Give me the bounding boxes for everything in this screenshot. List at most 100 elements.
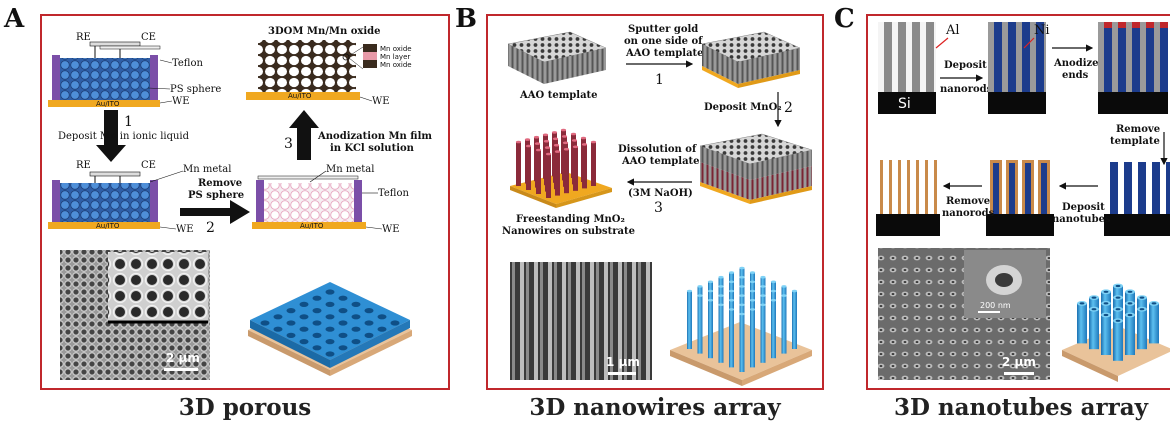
arrow-step-1 bbox=[96, 110, 126, 162]
nanowire-tip bbox=[515, 140, 522, 144]
c-anodized bbox=[1098, 22, 1168, 114]
label-aao-template: AAO template bbox=[519, 90, 598, 101]
label-freestanding-line2: Nanowires on substrate bbox=[502, 226, 635, 237]
c-step-anodize-1: Anodize bbox=[1053, 58, 1099, 69]
nanowire-rod bbox=[564, 149, 569, 194]
render-rod-top bbox=[739, 294, 745, 297]
render-rod-top bbox=[697, 294, 703, 297]
pore-hole bbox=[312, 320, 322, 326]
step-2-text-line2: PS sphere bbox=[188, 190, 244, 201]
pore-hole bbox=[325, 326, 335, 332]
c-ni-nanorods bbox=[988, 22, 1046, 114]
c-si-template bbox=[878, 22, 936, 114]
render-rod-top bbox=[760, 285, 766, 288]
label-we-2: WE bbox=[176, 224, 194, 235]
label-al: Al bbox=[945, 23, 960, 38]
nanowire-tip bbox=[590, 140, 597, 144]
render-rod-top bbox=[739, 266, 745, 270]
panel-a-frame bbox=[40, 14, 450, 390]
c-step-deposit-nanotubes-2: nanotubes bbox=[1052, 214, 1111, 225]
c-step-deposit-nanorods-1: Deposit bbox=[944, 60, 987, 71]
render-tube-bore bbox=[1115, 319, 1121, 322]
label-teflon-2: Teflon bbox=[378, 188, 410, 199]
nanowire-tip bbox=[542, 133, 549, 137]
pore-hole bbox=[377, 314, 387, 320]
nanowire-tip bbox=[562, 141, 569, 145]
render-rod-top bbox=[728, 280, 735, 284]
render-tube bbox=[1113, 320, 1123, 361]
label-mn-metal-1: Mn metal bbox=[183, 164, 231, 175]
render-rod-top bbox=[707, 298, 714, 302]
nanowire-tip bbox=[544, 146, 551, 149]
render-rod-top bbox=[718, 275, 724, 279]
render-rod bbox=[760, 304, 766, 363]
render-tube-bore bbox=[1115, 308, 1121, 311]
pore-hole bbox=[325, 351, 335, 357]
aao-template-gold bbox=[701, 31, 801, 88]
legend-mn-oxide-top: Mn oxide bbox=[380, 45, 412, 53]
sem-image-nanotubes bbox=[878, 248, 1050, 380]
render-rod-top bbox=[739, 303, 745, 307]
render-rod-top bbox=[760, 303, 766, 307]
b-step-3-line3: (3M NaOH) bbox=[628, 188, 693, 199]
b-step-3-line1: Dissolution of bbox=[618, 144, 697, 155]
caption-3d-nanowires-array: 3D nanowires array bbox=[529, 394, 781, 421]
render-rod bbox=[697, 295, 703, 354]
legend-mn-layer: Mn layer bbox=[380, 53, 410, 61]
pore-hole bbox=[390, 320, 400, 326]
render-rod-top bbox=[760, 275, 766, 279]
label-ps-sphere: PS sphere bbox=[170, 84, 221, 95]
render-rod bbox=[739, 314, 745, 372]
render-rod-top bbox=[760, 294, 766, 297]
pore-hole bbox=[351, 301, 361, 307]
c-step-deposit-nanotubes-1: Deposit bbox=[1062, 202, 1105, 213]
render-tube-bore bbox=[1115, 296, 1121, 299]
render-rod-top bbox=[718, 285, 724, 288]
pore-hole bbox=[325, 314, 335, 320]
render-tube-bore bbox=[1151, 302, 1157, 305]
nanowire-tip bbox=[551, 131, 558, 134]
pore-hole bbox=[325, 301, 335, 307]
render-rod-top bbox=[770, 298, 777, 302]
aao-template-filled bbox=[699, 133, 813, 204]
pore-hole bbox=[286, 308, 296, 314]
render-rod-top bbox=[749, 271, 756, 274]
sem-image-porous bbox=[60, 250, 210, 380]
nanowire-tip bbox=[525, 144, 532, 148]
panel-letter-b: B bbox=[455, 4, 477, 34]
arrow-step-2 bbox=[180, 200, 250, 224]
render-rod-top bbox=[749, 289, 756, 293]
nanowire-tip bbox=[535, 148, 542, 152]
panel-c-frame bbox=[866, 14, 1170, 390]
pore-hole bbox=[312, 308, 322, 314]
label-we-3: WE bbox=[382, 224, 400, 235]
nanowire-rods bbox=[515, 128, 597, 198]
nanowire-tip bbox=[524, 138, 531, 141]
c-free-ni-rods bbox=[1104, 162, 1170, 236]
c-step-anodize-2: ends bbox=[1062, 70, 1089, 81]
nanowire-tip bbox=[580, 136, 587, 140]
render-rod bbox=[708, 300, 713, 359]
cell-ps-sphere bbox=[48, 41, 161, 107]
inset-scale-bar: 200 nm bbox=[980, 301, 1011, 310]
label-substrate-2: Au/ITO bbox=[96, 222, 120, 230]
pore-hole bbox=[364, 320, 374, 326]
pore-hole bbox=[299, 314, 309, 320]
c-step-remove-nanorods-2: nanorods bbox=[942, 208, 995, 219]
nanowire-tip bbox=[554, 150, 561, 153]
render-rod-top bbox=[739, 312, 745, 316]
c-step-remove-nanorods-1: Remove bbox=[946, 196, 990, 207]
render-porous-holes bbox=[260, 289, 400, 357]
render-rod-top bbox=[739, 275, 745, 279]
step-2-number: 2 bbox=[206, 220, 215, 236]
label-re-2: RE bbox=[76, 160, 91, 171]
c-hollow-nanotubes bbox=[876, 160, 940, 236]
pore-hole bbox=[338, 345, 348, 351]
pore-hole bbox=[364, 332, 374, 338]
scale-bar-c: 2 μm bbox=[1002, 355, 1036, 369]
b-step-1-line1: Sputter gold bbox=[628, 24, 698, 35]
label-freestanding-line1: Freestanding MnO₂ bbox=[516, 214, 625, 225]
render-rod-top bbox=[781, 285, 787, 288]
render-rod bbox=[792, 291, 797, 349]
